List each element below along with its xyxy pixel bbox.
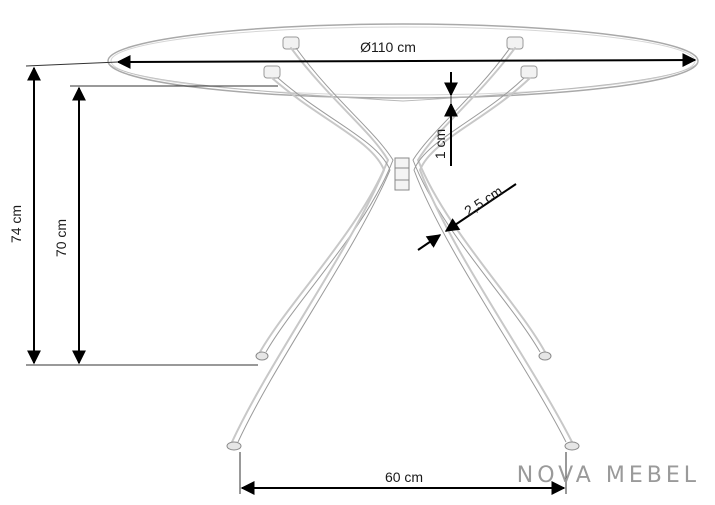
leg-thickness-label: 2,5 cm [461, 183, 505, 219]
total-height-dimension: 74 cm [8, 61, 258, 366]
top-thickness-label: 1 cm [432, 129, 448, 159]
base-height-dimension: 70 cm [53, 85, 278, 365]
total-height-label: 74 cm [8, 205, 24, 243]
brand-logo: NOVA MEBEL [517, 463, 700, 488]
legs-front [226, 77, 580, 451]
diameter-label: Ø110 cm [360, 39, 416, 55]
leg-thickness-dimension: 2,5 cm [417, 183, 517, 251]
diameter-dimension: Ø110 cm [116, 39, 697, 69]
base-height-label: 70 cm [53, 219, 69, 257]
foot-span-dimension: 60 cm [239, 452, 567, 495]
top-thickness-dimension: 1 cm [432, 72, 458, 166]
central-hub [394, 157, 410, 191]
foot-span-label: 60 cm [385, 469, 423, 485]
